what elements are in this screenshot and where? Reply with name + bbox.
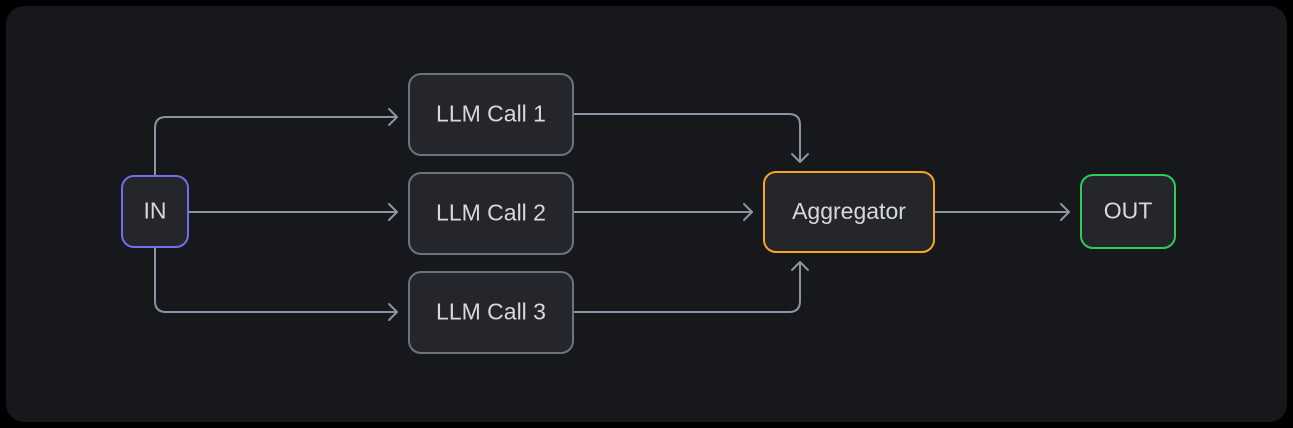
node-llm2[interactable]: LLM Call 2: [408, 172, 574, 255]
node-label-llm1: LLM Call 1: [436, 101, 546, 127]
node-box-in[interactable]: [121, 175, 189, 248]
node-aggregator[interactable]: Aggregator: [763, 171, 935, 253]
arrowhead-llm3-agg: [791, 261, 809, 271]
diagram-canvas: [6, 6, 1287, 422]
edge-in-llm1: [154, 108, 398, 177]
nodes-layer: IN LLM Call 1 LLM Call 2 LLM Call 3 Aggregat…: [121, 73, 1176, 354]
node-label-llm3: LLM Call 3: [436, 299, 546, 325]
arrowhead-llm1-agg: [791, 153, 809, 163]
node-label-llm2: LLM Call 2: [436, 200, 546, 226]
edge-llm2-agg: [572, 203, 753, 221]
node-box-llm3[interactable]: [408, 271, 574, 354]
arrowhead-in-llm3: [388, 303, 398, 321]
arrowhead-llm2-agg: [743, 203, 753, 221]
node-box-aggregator[interactable]: [763, 171, 935, 253]
arrowhead-agg-out: [1060, 203, 1070, 221]
arrowhead-in-llm2: [388, 203, 398, 221]
node-box-llm2[interactable]: [408, 172, 574, 255]
edge-in-llm2: [187, 203, 398, 221]
edge-llm1-agg: [572, 113, 809, 163]
node-label-aggregator: Aggregator: [792, 198, 906, 224]
edge-in-llm3: [154, 246, 398, 321]
node-label-out: OUT: [1104, 198, 1153, 224]
node-box-llm1[interactable]: [408, 73, 574, 156]
node-label-in: IN: [144, 198, 167, 224]
node-box-out[interactable]: [1080, 174, 1176, 249]
node-llm3[interactable]: LLM Call 3: [408, 271, 574, 354]
node-out[interactable]: OUT: [1080, 174, 1176, 249]
edge-agg-out: [933, 203, 1070, 221]
node-llm1[interactable]: LLM Call 1: [408, 73, 574, 156]
edge-llm3-agg: [572, 261, 809, 313]
arrowhead-in-llm1: [388, 108, 398, 126]
edges-layer: [154, 108, 1070, 321]
node-in[interactable]: IN: [121, 175, 189, 248]
